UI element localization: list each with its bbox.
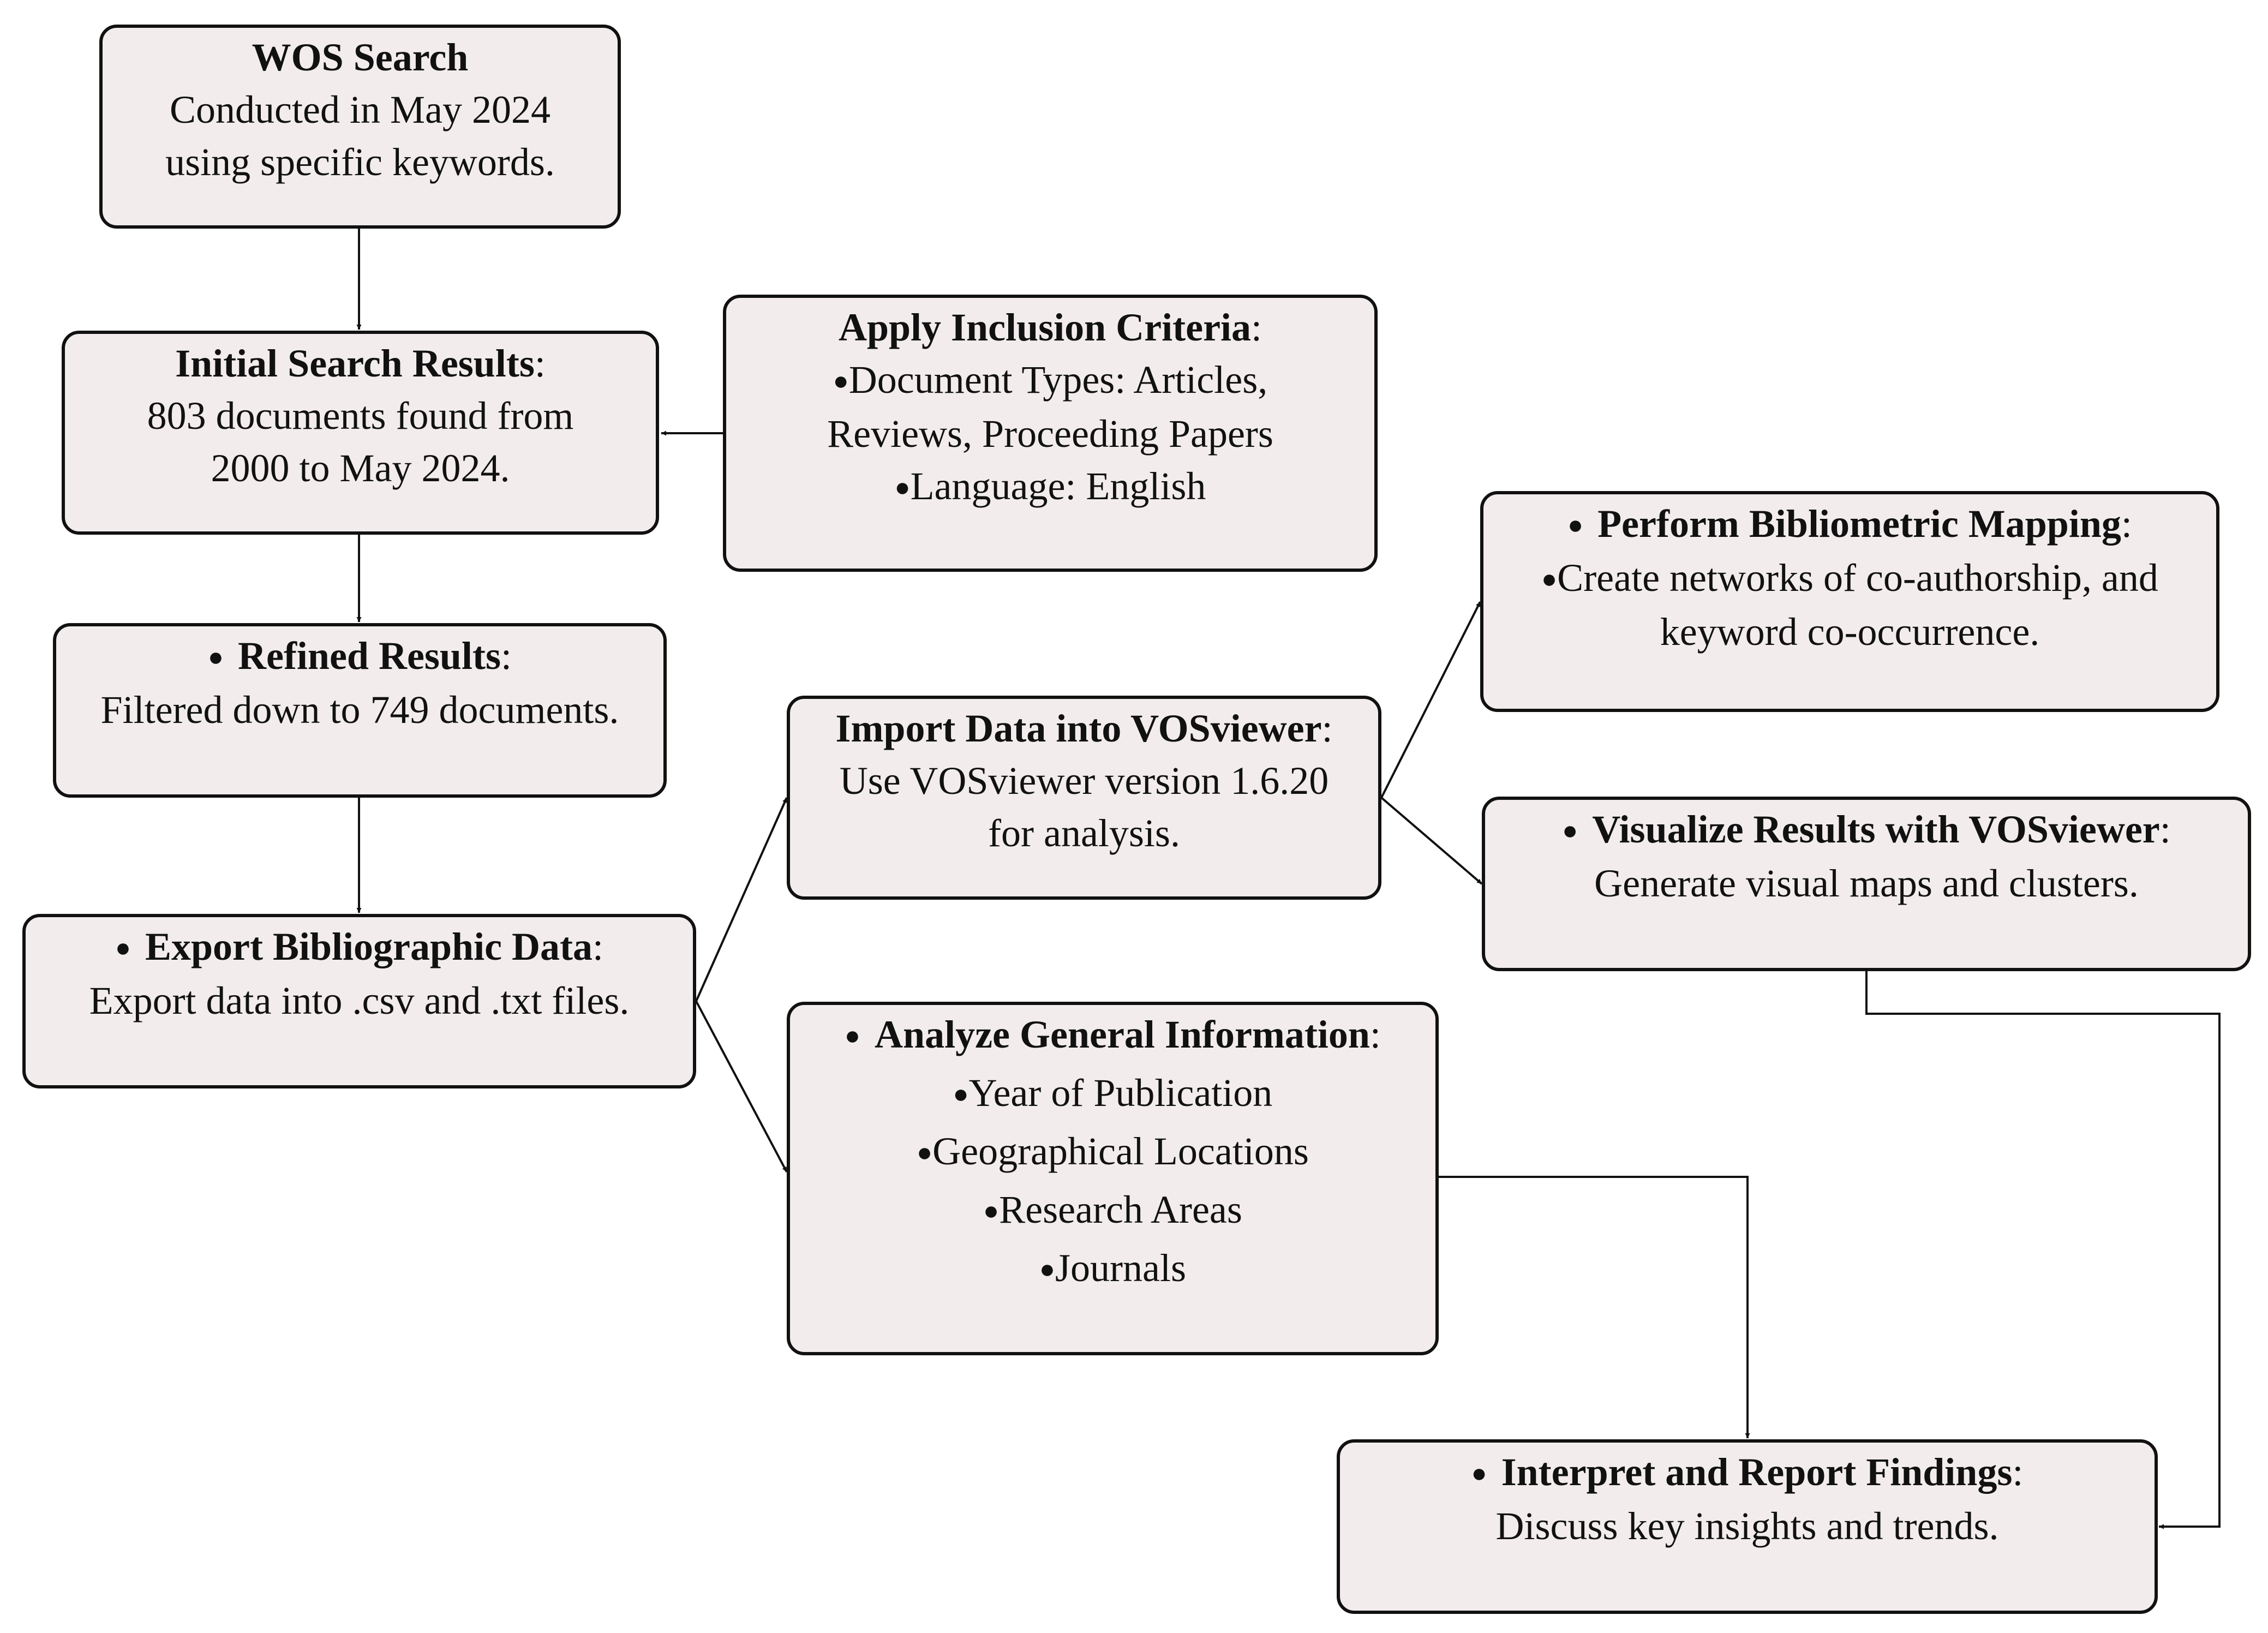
bullet-icon: ● — [1541, 565, 1558, 594]
analyze-item: Geographical Locations — [932, 1129, 1309, 1173]
bullet-icon: ● — [833, 367, 849, 396]
import-vosviewer-line: Use VOSviewer version 1.6.20 — [839, 759, 1329, 803]
import-vosviewer-title: Import Data into VOSviewer — [835, 707, 1322, 750]
refined-results-line: Filtered down to 749 documents. — [100, 688, 619, 732]
arrow-visualize-to-interpret — [1865, 971, 2221, 1529]
wos-search-line: using specific keywords. — [165, 140, 555, 184]
inclusion-criteria-box: Apply Inclusion Criteria: ●Document Type… — [723, 295, 1378, 572]
bullet-icon: ● — [894, 473, 911, 502]
arrow-import-to-mapping — [1380, 601, 1481, 798]
interpret-findings-box: ●Interpret and Report Findings: Discuss … — [1337, 1439, 2158, 1614]
criteria-item: Language: English — [910, 464, 1206, 508]
import-vosviewer-line: for analysis. — [988, 811, 1180, 855]
interpret-findings-line: Discuss key insights and trends. — [1495, 1504, 1999, 1548]
bullet-icon: ● — [953, 1080, 969, 1109]
wos-search-box: WOS Search Conducted in May 2024 using s… — [99, 25, 621, 229]
refined-results-box: ●Refined Results: Filtered down to 749 d… — [53, 623, 667, 798]
wos-search-title: WOS Search — [252, 35, 469, 79]
bullet-icon: ● — [1471, 1459, 1487, 1488]
arrow-export-to-import — [695, 797, 788, 1002]
initial-results-line: 803 documents found from — [147, 394, 574, 438]
mapping-line: keyword co-occurrence. — [1660, 610, 2040, 654]
refined-results-title: Refined Results — [237, 634, 501, 678]
export-data-title: Export Bibliographic Data — [145, 925, 593, 968]
inclusion-criteria-title: Apply Inclusion Criteria — [838, 306, 1252, 349]
wos-search-line: Conducted in May 2024 — [170, 88, 550, 131]
bullet-icon: ● — [845, 1021, 861, 1050]
bullet-icon: ● — [115, 934, 131, 962]
visualize-results-line: Generate visual maps and clusters. — [1594, 862, 2139, 905]
visualize-results-box: ●Visualize Results with VOSviewer: Gener… — [1482, 797, 2251, 971]
arrow-analyze-to-interpret — [1439, 1176, 1750, 1438]
analyze-item: Research Areas — [999, 1188, 1242, 1231]
bullet-icon: ● — [207, 643, 224, 672]
analyze-general-title: Analyze General Information — [875, 1013, 1370, 1056]
mapping-item: Create networks of co-authorship, and — [1557, 556, 2158, 600]
arrow-import-to-visualize — [1380, 797, 1483, 885]
initial-results-box: Initial Search Results: 803 documents fo… — [62, 331, 659, 535]
bibliometric-mapping-box: ●Perform Bibliometric Mapping: ●Create n… — [1480, 491, 2219, 712]
arrow-export-to-analyze — [695, 1001, 788, 1173]
visualize-results-title: Visualize Results with VOSviewer — [1592, 807, 2160, 851]
import-vosviewer-box: Import Data into VOSviewer: Use VOSviewe… — [787, 696, 1381, 900]
bullet-icon: ● — [1039, 1255, 1055, 1284]
initial-results-line: 2000 to May 2024. — [211, 446, 510, 490]
bullet-icon: ● — [917, 1138, 933, 1167]
export-data-line: Export data into .csv and .txt files. — [89, 979, 630, 1022]
initial-results-title: Initial Search Results — [175, 342, 535, 385]
criteria-item: Document Types: Articles, — [848, 358, 1268, 402]
analyze-general-box: ●Analyze General Information: ●Year of P… — [787, 1002, 1439, 1355]
interpret-findings-title: Interpret and Report Findings — [1501, 1450, 2013, 1494]
bullet-icon: ● — [983, 1197, 1000, 1225]
bullet-icon: ● — [1567, 511, 1584, 540]
bibliometric-mapping-title: Perform Bibliometric Mapping — [1597, 502, 2121, 546]
analyze-item: Journals — [1055, 1246, 1186, 1290]
analyze-item: Year of Publication — [968, 1071, 1273, 1115]
export-data-box: ●Export Bibliographic Data: Export data … — [22, 914, 696, 1088]
criteria-item-continued: Reviews, Proceeding Papers — [827, 412, 1273, 456]
bullet-icon: ● — [1562, 816, 1578, 845]
